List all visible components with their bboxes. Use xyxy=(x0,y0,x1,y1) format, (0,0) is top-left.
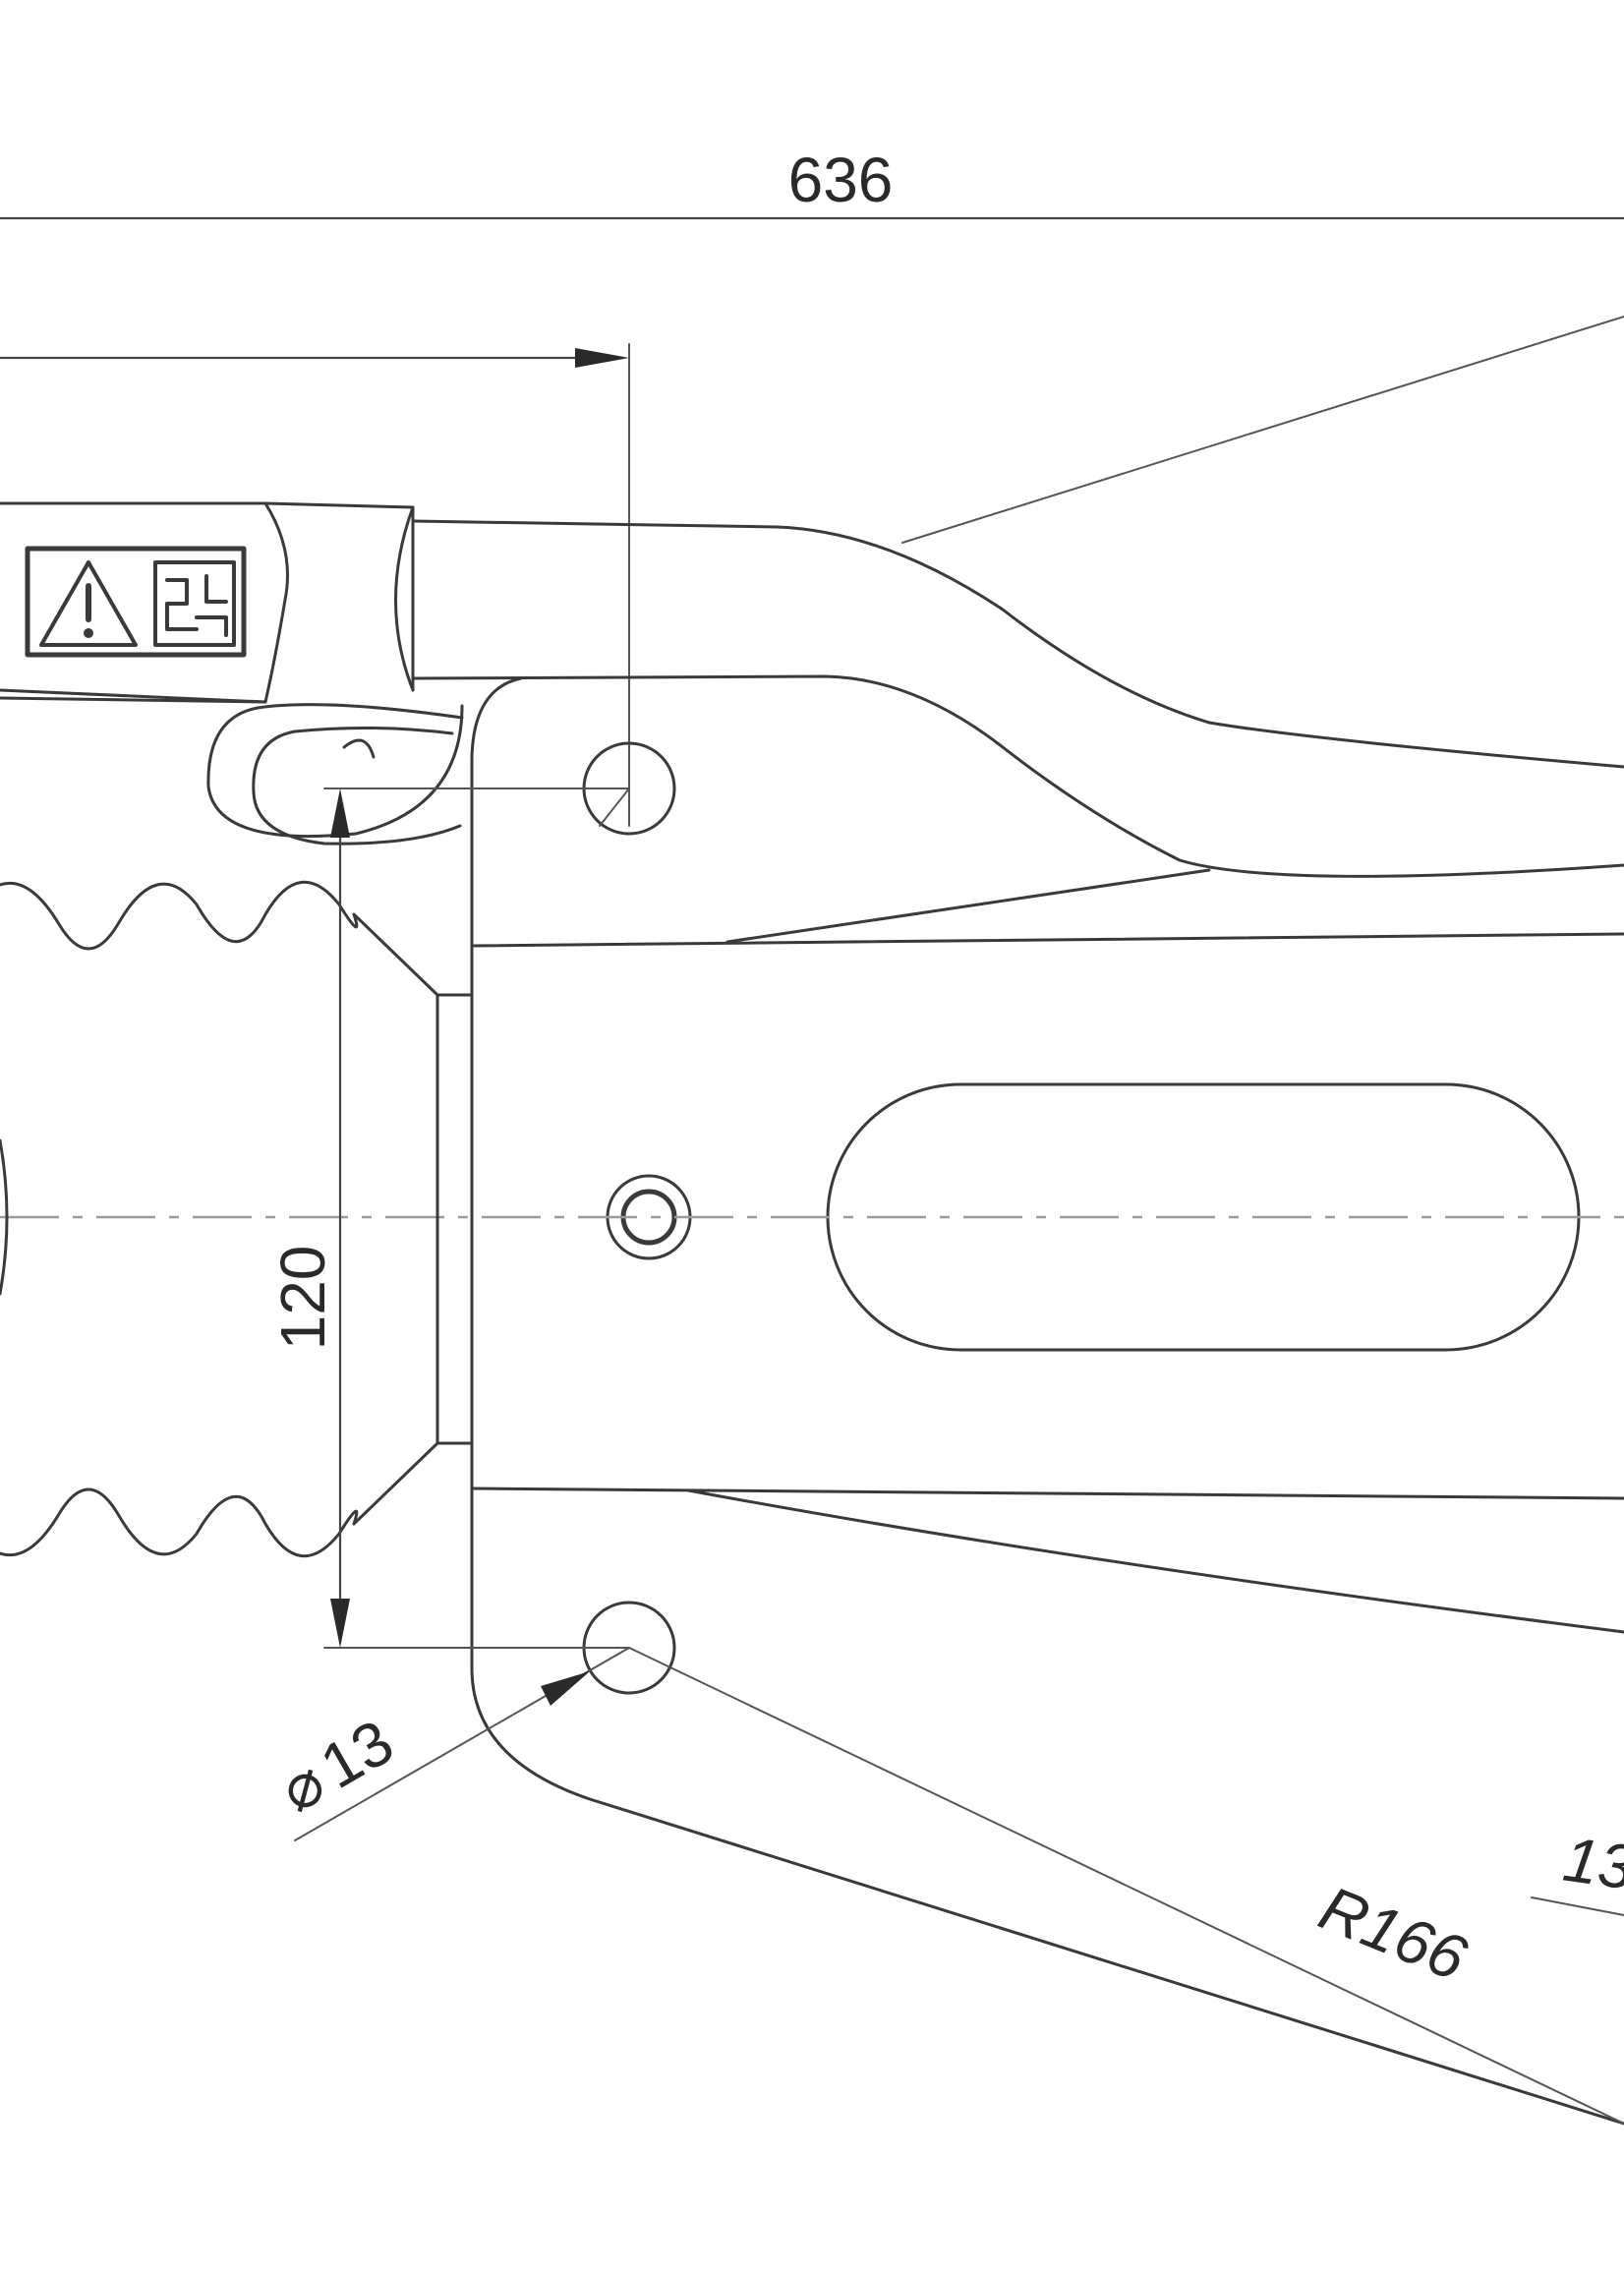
dimension-overall-length: 636 xyxy=(0,145,1624,220)
dimension-upper-reference xyxy=(0,343,630,827)
upper-mounting-hole xyxy=(323,741,676,836)
lifting-eye xyxy=(206,703,464,845)
dimension-overall-length-label: 636 xyxy=(788,145,894,215)
read-manual-icon xyxy=(153,560,236,647)
dimension-partial-right-label: 13 xyxy=(1559,1824,1624,1903)
lower-mounting-hole xyxy=(323,1601,676,1695)
leader-line-top-right xyxy=(901,316,1624,544)
warning-triangle-icon xyxy=(39,560,138,647)
dimension-partial-right: 13 xyxy=(1531,1824,1624,1916)
bellows xyxy=(0,880,474,1558)
dimension-radius: R166 xyxy=(628,1647,1624,2125)
dimension-height-label: 120 xyxy=(267,1246,338,1351)
dimension-radius-label: R166 xyxy=(1310,1872,1477,1994)
handle-tube xyxy=(0,501,1624,878)
warning-label xyxy=(25,546,247,658)
dimension-hole-diameter: ⌀ 13 xyxy=(268,1647,630,1841)
main-body xyxy=(470,676,1624,2126)
dimension-height: 120 xyxy=(267,788,350,1648)
